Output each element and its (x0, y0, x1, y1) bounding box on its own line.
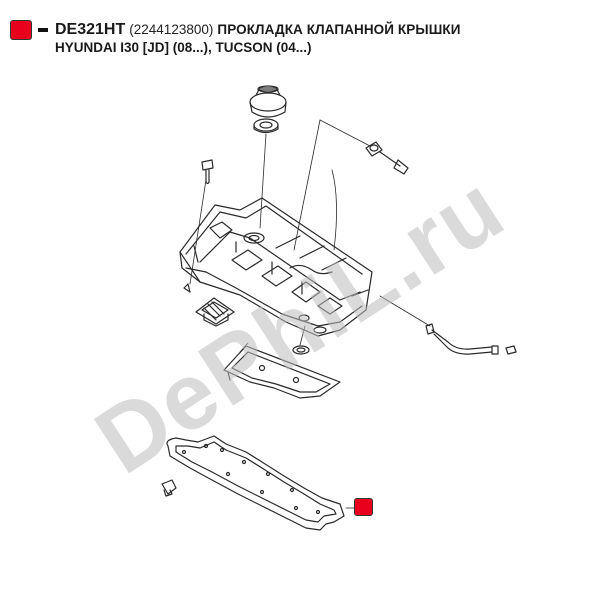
product-code: DE321HT (55, 21, 126, 38)
cap-seal-ring (253, 118, 279, 134)
red-square-icon (10, 20, 32, 40)
applicability: HYUNDAI I30 [JD] (08...), TUCSON (04...) (55, 40, 312, 55)
valve-cover-gasket (166, 435, 345, 531)
spark-plug-seal (292, 345, 310, 355)
part-number: (2244123800) (129, 22, 214, 37)
rubber-plug (161, 479, 177, 497)
cover-bolt (201, 159, 214, 185)
pcv-valve (365, 141, 409, 175)
oil-filler-cap (249, 85, 287, 118)
dash-icon (38, 28, 48, 32)
dowel-pin (183, 283, 191, 293)
breather-hose (425, 323, 517, 355)
grommet-seal (195, 297, 235, 327)
product-title: ПРОКЛАДКА КЛАПАННОЙ КРЫШКИ (217, 22, 461, 37)
center-gasket (223, 345, 341, 399)
valve-cover (179, 197, 373, 337)
title-line: DE321HT (2244123800) ПРОКЛАДКА КЛАПАННОЙ… (55, 20, 461, 40)
red-square-icon (354, 498, 373, 516)
